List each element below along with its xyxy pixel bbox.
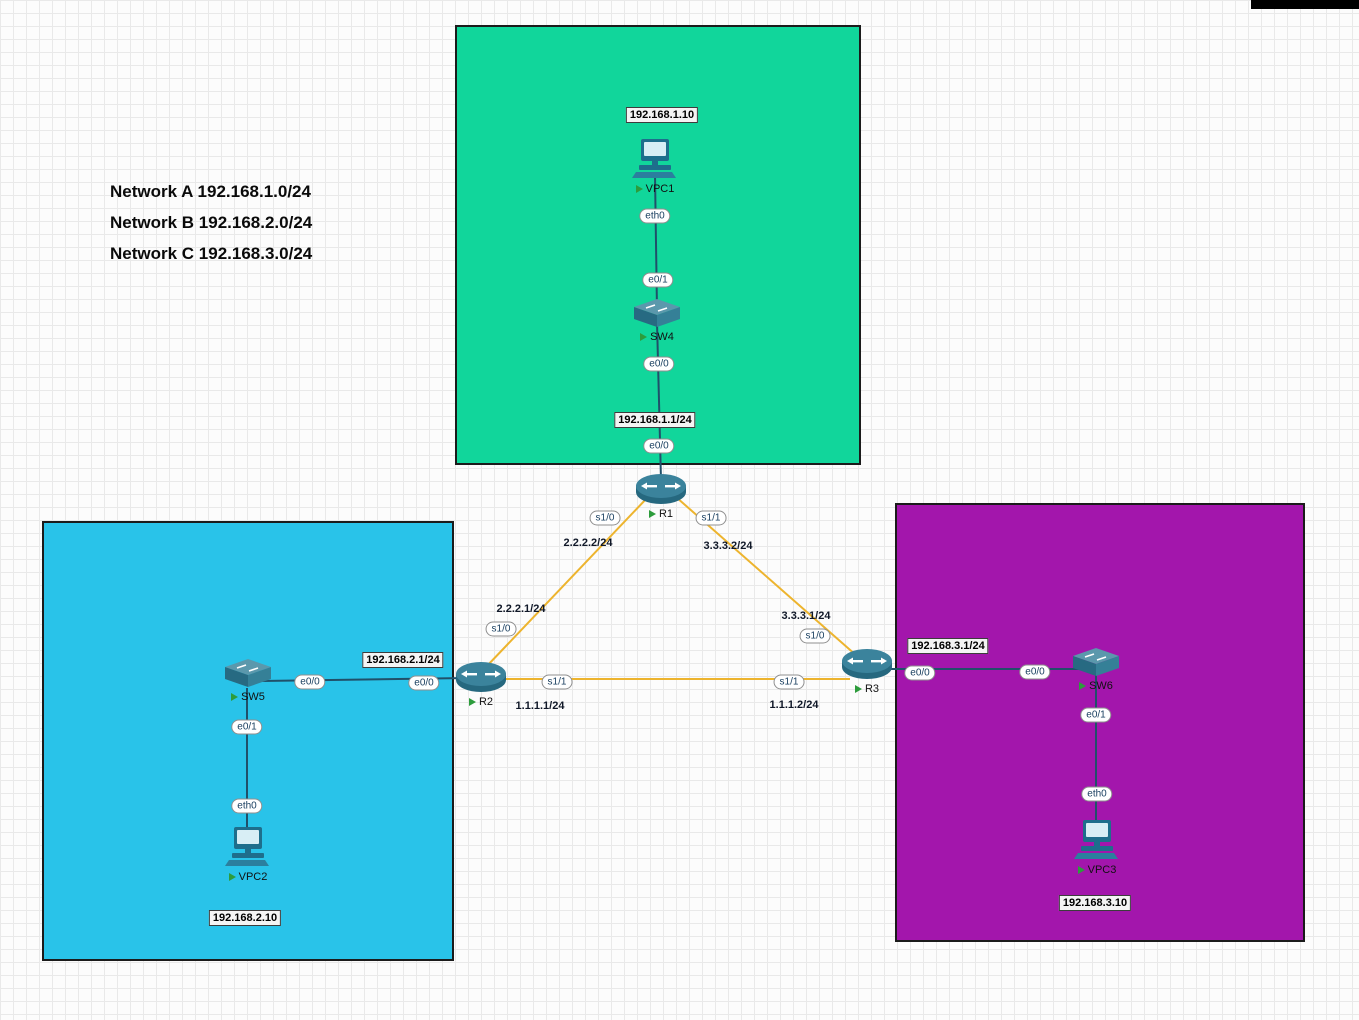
pc-icon bbox=[632, 139, 676, 178]
running-icon bbox=[640, 333, 648, 341]
interface-badge-r3-e0-0: e0/0 bbox=[904, 665, 936, 681]
ip-label-vpc2: 192.168.2.10 bbox=[208, 910, 282, 926]
network-c-zone bbox=[895, 503, 1305, 942]
running-icon bbox=[648, 510, 656, 518]
ip-label-vpc3: 192.168.3.10 bbox=[1058, 895, 1132, 911]
ip-label-r2-s1-0: 2.2.2.1/24 bbox=[496, 603, 546, 615]
router-icon bbox=[456, 662, 506, 692]
ip-label-vpc1: 192.168.1.10 bbox=[625, 107, 699, 123]
interface-badge-sw5-e0-1: e0/1 bbox=[231, 719, 263, 735]
router-icon bbox=[842, 649, 892, 679]
link-vpc1-sw4[interactable] bbox=[654, 174, 658, 311]
interface-badge-r1-s1-0: s1/0 bbox=[589, 510, 621, 526]
interface-badge-r2-s1-0: s1/0 bbox=[485, 621, 517, 637]
pc-icon bbox=[1074, 820, 1118, 859]
device-label-sw5: SW5 bbox=[241, 691, 265, 703]
pc-icon bbox=[225, 827, 269, 866]
device-label-vpc1: VPC1 bbox=[645, 183, 675, 195]
running-icon bbox=[228, 873, 236, 881]
ip-label-r3-s1-1: 1.1.1.2/24 bbox=[769, 699, 819, 711]
ip-label-r1-s1-0: 2.2.2.2/24 bbox=[563, 537, 613, 549]
device-vpc3[interactable]: VPC3 bbox=[1074, 819, 1120, 876]
device-label-sw6: SW6 bbox=[1089, 680, 1113, 692]
ip-label-r2-lan: 192.168.2.1/24 bbox=[362, 652, 444, 668]
running-icon bbox=[1077, 866, 1085, 874]
interface-badge-vpc2-eth0: eth0 bbox=[231, 798, 263, 814]
device-label-vpc3: VPC3 bbox=[1087, 864, 1117, 876]
device-r1[interactable]: R1 bbox=[635, 473, 687, 520]
ip-label-r2-s1-1: 1.1.1.1/24 bbox=[515, 700, 565, 712]
running-icon bbox=[1079, 682, 1087, 690]
device-sw5[interactable]: SW5 bbox=[224, 658, 272, 703]
interface-badge-vpc3-eth0: eth0 bbox=[1081, 786, 1113, 802]
window-edge-bar bbox=[1251, 0, 1359, 9]
device-label-r3: R3 bbox=[864, 683, 880, 695]
interface-badge-sw6-e0-0: e0/0 bbox=[1019, 664, 1051, 680]
legend-line-b: Network B 192.168.2.0/24 bbox=[110, 213, 313, 232]
interface-badge-sw4-e0-1: e0/1 bbox=[642, 272, 674, 288]
ip-label-r1-s1-1: 3.3.3.2/24 bbox=[703, 540, 753, 552]
interface-badge-r3-s1-0: s1/0 bbox=[799, 628, 831, 644]
switch-icon bbox=[634, 299, 680, 327]
router-icon bbox=[636, 474, 686, 504]
interface-badge-vpc1-eth0: eth0 bbox=[639, 208, 671, 224]
interface-badge-r1-s1-1: s1/1 bbox=[695, 510, 727, 526]
interface-badge-r2-e0-0: e0/0 bbox=[408, 675, 440, 691]
interface-badge-r3-s1-1: s1/1 bbox=[773, 674, 805, 690]
ip-label-r1-lan: 192.168.1.1/24 bbox=[614, 412, 696, 428]
running-icon bbox=[854, 685, 862, 693]
device-label-vpc2: VPC2 bbox=[238, 871, 268, 883]
switch-icon bbox=[1073, 648, 1119, 676]
ip-label-r3-s1-0: 3.3.3.1/24 bbox=[781, 610, 831, 622]
legend-line-c: Network C 192.168.3.0/24 bbox=[110, 244, 313, 263]
device-label-r1: R1 bbox=[658, 508, 674, 520]
interface-badge-r2-s1-1: s1/1 bbox=[541, 674, 573, 690]
device-label-sw4: SW4 bbox=[650, 331, 674, 343]
interface-badge-sw5-e0-0: e0/0 bbox=[294, 674, 326, 690]
device-vpc1[interactable]: VPC1 bbox=[632, 138, 678, 195]
device-r3[interactable]: R3 bbox=[841, 648, 893, 695]
device-sw6[interactable]: SW6 bbox=[1072, 647, 1120, 692]
running-icon bbox=[635, 185, 643, 193]
device-label-r2: R2 bbox=[478, 696, 494, 708]
running-icon bbox=[468, 698, 476, 706]
running-icon bbox=[231, 693, 239, 701]
device-r2[interactable]: R2 bbox=[455, 661, 507, 708]
interface-badge-sw4-e0-0: e0/0 bbox=[643, 356, 675, 372]
interface-badge-r1-e0-0: e0/0 bbox=[643, 438, 675, 454]
link-sw4-r1[interactable] bbox=[656, 321, 662, 481]
interface-badge-sw6-e0-1: e0/1 bbox=[1080, 707, 1112, 723]
switch-icon bbox=[225, 659, 271, 687]
legend-line-a: Network A 192.168.1.0/24 bbox=[110, 182, 311, 201]
device-sw4[interactable]: SW4 bbox=[633, 298, 681, 343]
ip-label-r3-lan: 192.168.3.1/24 bbox=[907, 638, 989, 654]
network-legend: Network A 192.168.1.0/24 Network B 192.1… bbox=[110, 176, 312, 269]
device-vpc2[interactable]: VPC2 bbox=[225, 826, 271, 883]
link-r1-r2-serial[interactable] bbox=[485, 496, 649, 668]
